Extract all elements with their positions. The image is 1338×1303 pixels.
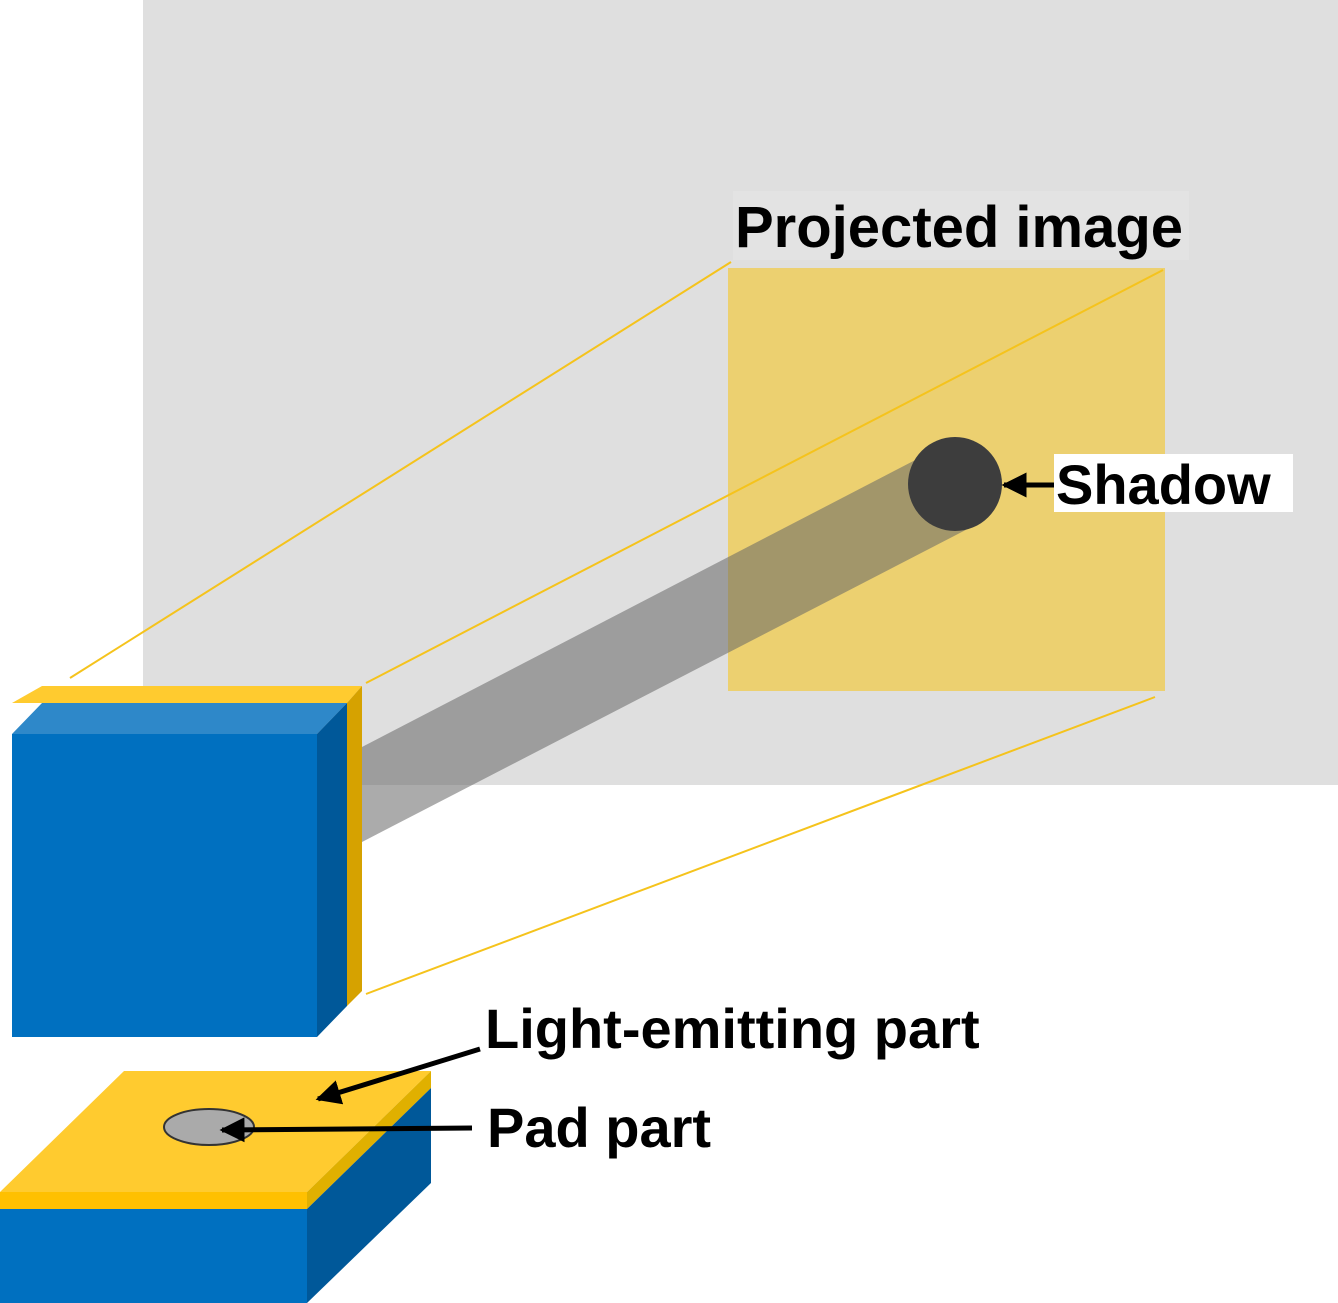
block-yellow-side: [307, 1071, 431, 1209]
shadow-label: Shadow: [1054, 454, 1293, 513]
light-emitting-part-label: Light-emitting part: [485, 997, 980, 1060]
projection-line-top-right: [365, 269, 1164, 684]
cube-emitter-top: [12, 686, 362, 703]
shadow-beam: [362, 455, 985, 842]
cube-side-face: [317, 703, 347, 1037]
light-emitting-arrow: [315, 1046, 481, 1105]
light-emitting-block: [0, 1071, 431, 1303]
block-yellow-front: [0, 1192, 307, 1209]
pad-part-label: Pad part: [487, 1096, 712, 1159]
projection-line-top-left: [69, 261, 732, 679]
projection-lines: [69, 261, 1164, 995]
block-blue-side: [307, 1088, 431, 1303]
projection-line-bottom-right: [365, 696, 1156, 995]
cube-front-face: [12, 734, 317, 1037]
projector-cube: [12, 686, 362, 1037]
block-blue-front: [0, 1209, 307, 1303]
cube-emitter-side: [347, 686, 362, 1006]
pad-part: [163, 1108, 255, 1146]
callout-arrows: [219, 472, 1054, 1143]
cube-top-face: [12, 703, 347, 734]
shadow-spot: [908, 437, 1002, 531]
projected-image-label: Projected image: [733, 191, 1190, 260]
pad-arrow: [219, 1117, 473, 1143]
